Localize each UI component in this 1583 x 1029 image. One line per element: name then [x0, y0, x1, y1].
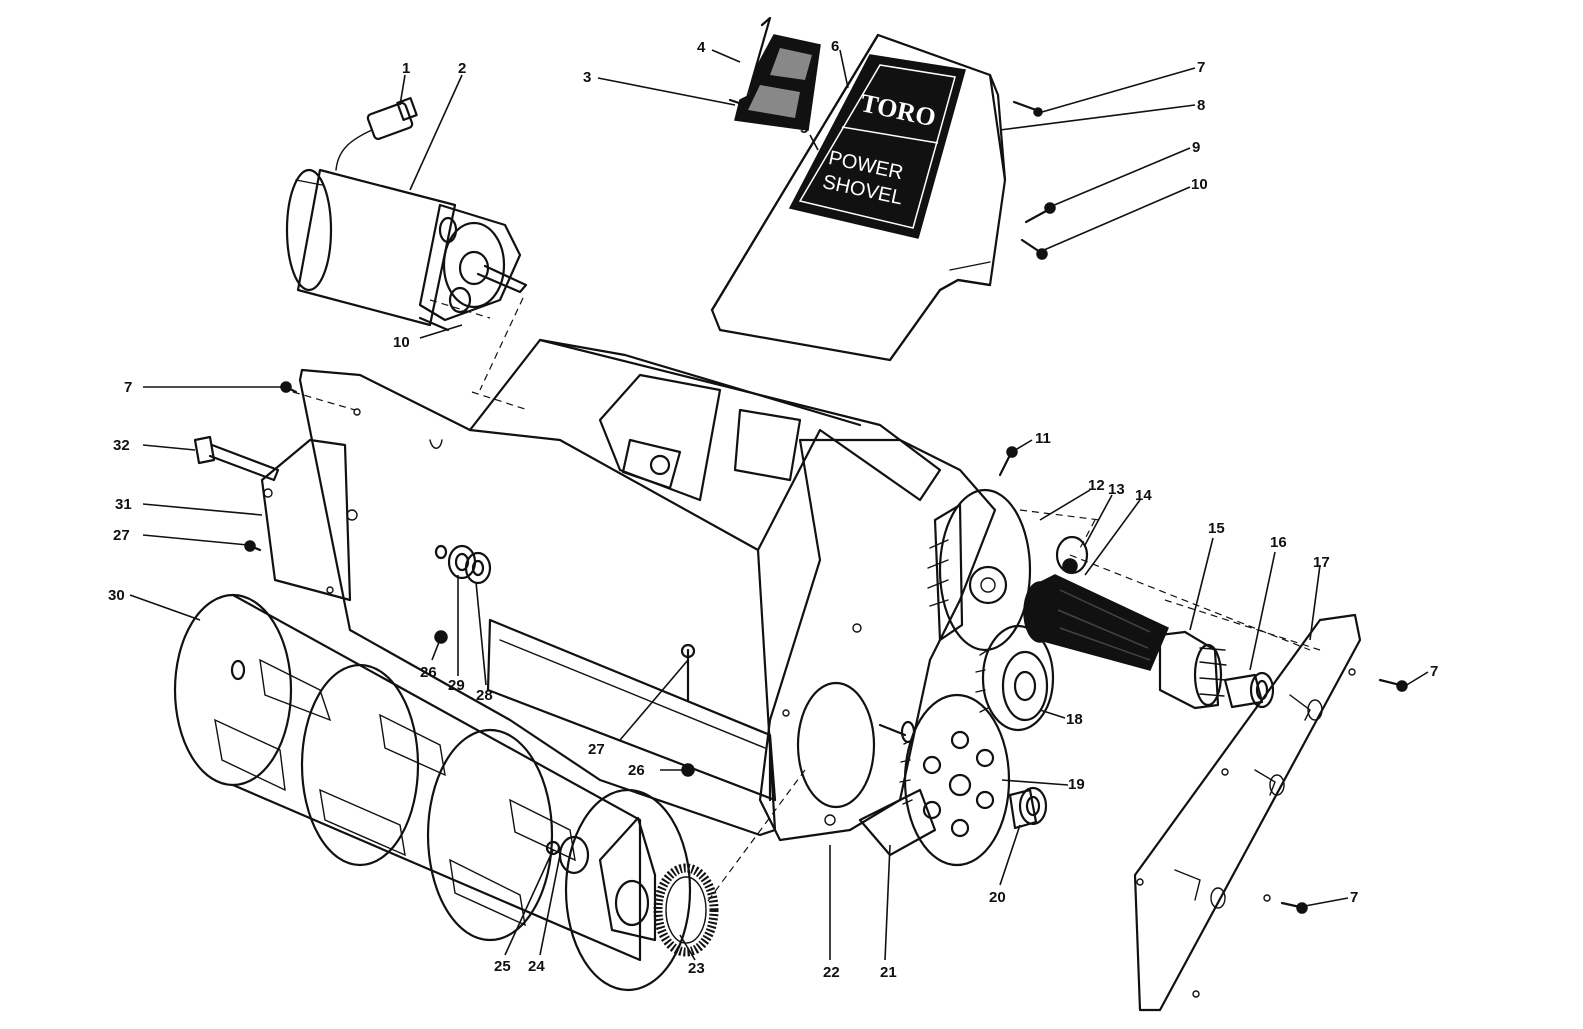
callout-7a: 7: [1197, 59, 1205, 76]
callout-20: 20: [989, 889, 1006, 906]
callout-26b: 26: [628, 762, 645, 779]
callout-25: 25: [494, 958, 511, 975]
callout-4: 4: [697, 39, 706, 56]
part-bolt: [193, 435, 280, 482]
part-motor: [285, 168, 528, 327]
callout-28: 28: [476, 687, 493, 704]
callout-15: 15: [1208, 520, 1225, 537]
part-small-hub: [1055, 535, 1089, 575]
callout-8: 8: [1197, 97, 1205, 114]
callout-3: 3: [583, 69, 591, 86]
callout-24: 24: [528, 958, 545, 975]
callout-30: 30: [108, 587, 125, 604]
part-gear-cover: [927, 488, 1032, 652]
brand-decal: TORO POWER SHOVEL: [788, 54, 966, 239]
callout-6: 6: [831, 38, 839, 55]
callout-18: 18: [1066, 711, 1083, 728]
callout-22: 22: [823, 964, 840, 981]
part-connector-plug: [335, 97, 418, 171]
callout-17: 17: [1313, 554, 1330, 571]
part-screws: [244, 100, 1408, 914]
callout-7d: 7: [1350, 889, 1358, 906]
part-gear-18: [975, 624, 1055, 732]
callout-2: 2: [458, 60, 466, 77]
callout-29: 29: [448, 677, 465, 694]
callout-12: 12: [1088, 477, 1105, 494]
part-bushing: [1223, 671, 1275, 709]
callout-27b: 27: [588, 741, 605, 758]
part-impeller-rotor: [173, 593, 692, 992]
part-pad-clip: [728, 16, 821, 131]
callout-10a: 10: [1191, 176, 1208, 193]
callout-27a: 27: [113, 527, 130, 544]
callout-31: 31: [115, 496, 132, 513]
part-side-bracket: [260, 438, 352, 602]
callout-21: 21: [880, 964, 897, 981]
callout-23: 23: [688, 960, 705, 977]
callout-7c: 7: [1430, 663, 1438, 680]
callout-14: 14: [1135, 487, 1152, 504]
part-washers: [434, 544, 696, 777]
part-lower-bracket: [858, 788, 937, 857]
part-bearing: [1008, 786, 1048, 830]
part-side-plate: [1133, 613, 1362, 1012]
callout-5: 5: [800, 120, 808, 137]
part-main-housing: [298, 338, 997, 842]
part-cover-shroud: TORO POWER SHOVEL: [710, 33, 1007, 362]
callout-1: 1: [402, 60, 410, 77]
part-foam-ring: [653, 863, 719, 957]
callout-26a: 26: [420, 664, 437, 681]
callout-labels: 1 2 3 4 5 6 7 8 9 10 10 7 32 31 27 30 11…: [108, 38, 1438, 981]
callout-11: 11: [1035, 430, 1051, 447]
assembly-lines: [292, 297, 1321, 906]
leader-lines: [129, 49, 1429, 961]
callout-9: 9: [1192, 139, 1200, 156]
callout-16: 16: [1270, 534, 1287, 551]
callout-19: 19: [1068, 776, 1085, 793]
part-drive-cone: [1023, 574, 1169, 671]
part-pinion-gear: [1158, 630, 1227, 710]
callout-13: 13: [1108, 481, 1125, 498]
callout-7b: 7: [124, 379, 132, 396]
callout-10b: 10: [393, 334, 410, 351]
callout-32: 32: [113, 437, 130, 454]
